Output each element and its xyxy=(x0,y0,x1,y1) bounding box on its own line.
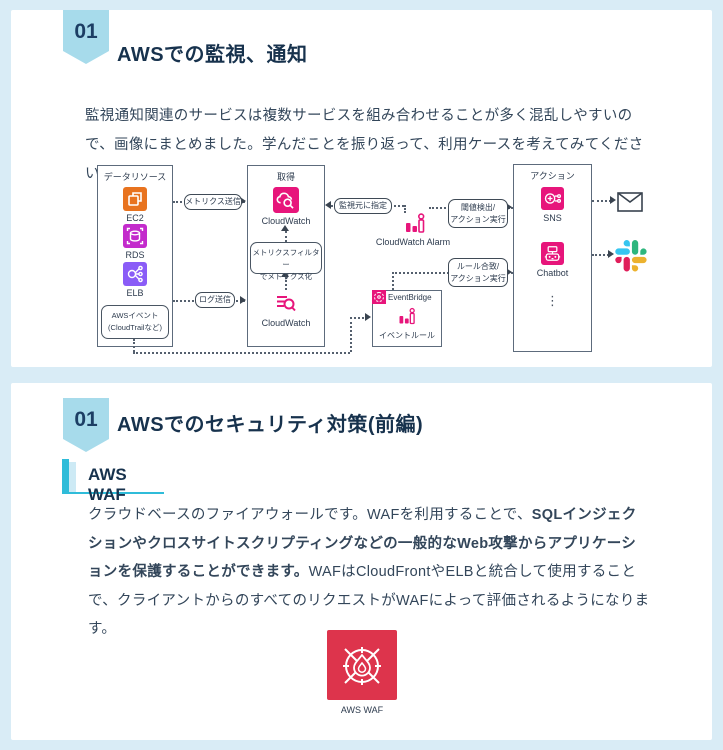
section-title: AWSでの監視、通知 xyxy=(117,44,308,66)
cloudwatch-bottom-label: CloudWatch xyxy=(261,318,311,328)
connector-event-bottom xyxy=(133,352,350,354)
rule-match-line1: ルール合致/ xyxy=(456,262,500,271)
arrowhead xyxy=(281,271,289,277)
metrics-filter-note: メトリクスフィルター でメトリクス化 xyxy=(250,242,322,281)
connector-event-into-eb xyxy=(350,317,368,319)
elb-icon xyxy=(123,262,147,286)
section-security: 01 AWSでのセキュリティ対策(前編) AWS WAF クラウドベースのファイ… xyxy=(11,383,712,740)
section-monitoring: 01 AWSでの監視、通知 監視通知関連のサービスは複数サービスを組み合わせるこ… xyxy=(11,10,712,367)
event-rule-icon xyxy=(397,306,417,326)
arrowhead xyxy=(365,313,371,321)
eventbridge-label: EventBridge xyxy=(388,293,432,302)
connector-filter-up-top xyxy=(285,231,287,242)
metrics-filter-line2: でメトリクス化 xyxy=(259,272,313,281)
action-group-title: アクション xyxy=(530,171,575,181)
connector-monitor-elbow xyxy=(404,205,406,213)
connector-chatbot-slack xyxy=(592,254,609,256)
eventbridge-icon xyxy=(372,290,386,304)
section-number-badge: 01 xyxy=(63,398,109,452)
section-number-badge: 01 xyxy=(63,10,109,64)
rds-label: RDS xyxy=(125,250,145,260)
threshold-action-line2: アクション実行 xyxy=(450,215,506,224)
threshold-action-pill: 閾値検出/ アクション実行 xyxy=(448,199,508,228)
more-actions-ellipsis: ⋮ xyxy=(546,293,559,308)
cloudwatch-icon xyxy=(273,187,299,213)
elb-label: ELB xyxy=(126,288,144,298)
connector-eventbridge-up xyxy=(392,272,394,290)
cloudwatch-alarm-label: CloudWatch Alarm xyxy=(375,237,451,247)
email-icon xyxy=(617,192,643,212)
waf-paragraph-part3: WAFはCloudFrontやELBと統合して使用することで、クライアントからの… xyxy=(88,564,650,637)
rule-match-line2: アクション実行 xyxy=(450,274,506,283)
metrics-filter-line1: メトリクスフィルター xyxy=(252,248,320,269)
rds-icon xyxy=(123,224,147,248)
arrowhead xyxy=(608,250,614,258)
connector-filter-up-bottom xyxy=(285,277,287,290)
event-rule-label: イベントルール xyxy=(379,331,435,340)
log-send-pill: ログ送信 xyxy=(195,292,235,308)
arrowhead xyxy=(281,225,289,231)
threshold-action-line1: 閾値検出/ xyxy=(460,203,496,212)
cloudwatch-top-label: CloudWatch xyxy=(261,216,311,226)
arrowhead xyxy=(240,197,246,205)
ec2-label: EC2 xyxy=(126,213,144,223)
connector-sns-email xyxy=(592,200,611,202)
aws-waf-icon xyxy=(327,630,397,700)
slack-icon xyxy=(615,240,647,272)
section-title: AWSでのセキュリティ対策(前編) xyxy=(117,414,424,436)
metric-send-pill: メトリクス送信 xyxy=(184,194,242,210)
arrowhead xyxy=(610,196,616,204)
waf-subheading: AWS WAF xyxy=(62,459,164,504)
rule-match-pill: ルール合致/ アクション実行 xyxy=(448,258,508,287)
ec2-icon xyxy=(123,187,147,211)
acquisition-group-title: 取得 xyxy=(276,172,295,182)
aws-event-note-line2: (CloudTrailなど) xyxy=(108,323,162,332)
cloudwatch-alarm-icon xyxy=(403,211,427,235)
connector-event-rise xyxy=(350,317,352,352)
accent-bar xyxy=(62,459,69,492)
chatbot-icon xyxy=(541,242,564,265)
aws-event-note: AWSイベント (CloudTrailなど) xyxy=(101,305,169,339)
waf-paragraph: クラウドベースのファイアウォールです。WAFを利用することで、SQLインジェクシ… xyxy=(88,501,650,644)
sns-label: SNS xyxy=(543,213,562,223)
sns-icon xyxy=(541,187,564,210)
waf-paragraph-part2-bold: SQLインジェクションやクロスサイトスクリプティングなどの一般的なWeb攻撃から… xyxy=(88,507,637,580)
aws-waf-caption: AWS WAF xyxy=(340,705,384,715)
chatbot-label: Chatbot xyxy=(536,268,569,278)
waf-subheading-text: AWS WAF xyxy=(88,465,127,504)
monitor-source-pill: 監視元に指定 xyxy=(334,198,392,214)
arrowhead xyxy=(506,268,512,276)
accent-bar-shadow xyxy=(69,462,76,492)
datasource-group-title: データリソース xyxy=(103,172,167,182)
arrowhead xyxy=(240,296,246,304)
cloudwatch-logs-icon xyxy=(274,291,298,315)
connector-event-down xyxy=(133,339,135,352)
arrowhead xyxy=(325,201,331,209)
aws-event-note-line1: AWSイベント xyxy=(111,311,159,320)
waf-paragraph-part1: クラウドベースのファイアウォールです。WAFを利用することで、 xyxy=(88,507,532,523)
arrowhead xyxy=(506,203,512,211)
section-paragraph: 監視通知関連のサービスは複数サービスを組み合わせることが多く混乱しやすいので、画… xyxy=(85,108,644,182)
